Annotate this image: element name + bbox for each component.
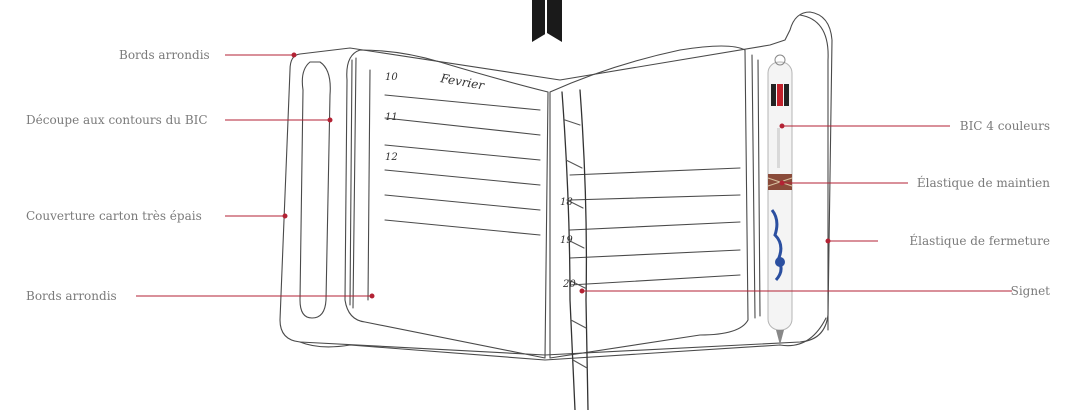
label-elastique-maintien: Élastique de maintien	[917, 176, 1050, 190]
label-bic: BIC 4 couleurs	[960, 119, 1050, 133]
page-number-left-2: 11	[385, 112, 398, 123]
month-handwriting: Fevrier	[438, 71, 486, 93]
page-number-right-3: 20	[562, 279, 576, 290]
bic-pen	[768, 55, 792, 345]
label-bords-arrondis-top: Bords arrondis	[119, 48, 210, 62]
ribbon	[562, 90, 588, 410]
page-number-right-1: 18	[560, 197, 573, 208]
label-elastique-fermeture: Élastique de fermeture	[909, 234, 1050, 248]
label-signet: Signet	[1011, 284, 1050, 298]
page-number-left-1: 10	[385, 72, 398, 83]
left-pages	[345, 50, 548, 358]
closure-elastic	[800, 15, 828, 330]
page-number-right-2: 19	[560, 235, 573, 246]
pen-cutout	[300, 62, 330, 318]
page-number-left-3: 12	[385, 152, 398, 163]
label-couverture: Couverture carton très épais	[26, 209, 202, 223]
label-decoupe: Découpe aux contours du BIC	[26, 113, 208, 127]
label-bords-arrondis-bottom: Bords arrondis	[26, 289, 117, 303]
cover-outline	[280, 12, 832, 355]
